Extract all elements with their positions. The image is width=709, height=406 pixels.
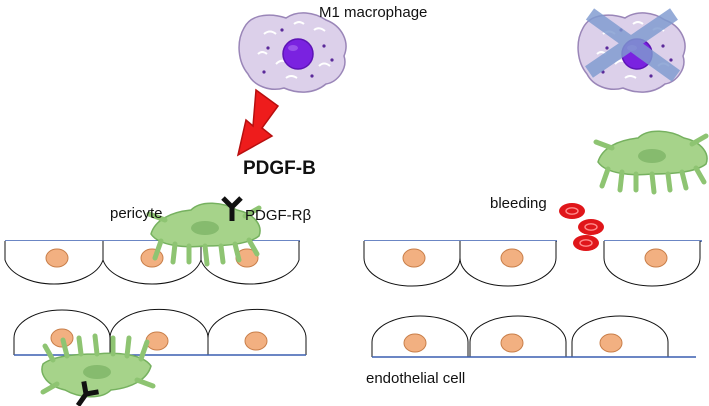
arrow-down-left-icon xyxy=(236,88,280,157)
vessel-top-right xyxy=(363,240,702,287)
receptor-label: PDGF-Rβ xyxy=(245,207,312,224)
red-blood-cell xyxy=(558,202,586,220)
vessel-top-left xyxy=(4,240,300,285)
vessel-bottom-left xyxy=(13,308,307,356)
cross-icon xyxy=(585,8,681,82)
red-blood-cell xyxy=(572,234,600,252)
vessel-bottom-right xyxy=(371,315,696,358)
red-blood-cell xyxy=(577,218,605,236)
endothelial-label: endothelial cell xyxy=(366,370,466,387)
ligand-label: PDGF-B xyxy=(243,158,316,179)
bleeding-label: bleeding xyxy=(490,195,547,212)
pericyte-detached xyxy=(596,131,707,192)
m1-macrophage xyxy=(238,11,347,94)
pericyte-label: pericyte xyxy=(110,205,163,222)
macrophage-label: M1 macrophage xyxy=(319,4,428,21)
